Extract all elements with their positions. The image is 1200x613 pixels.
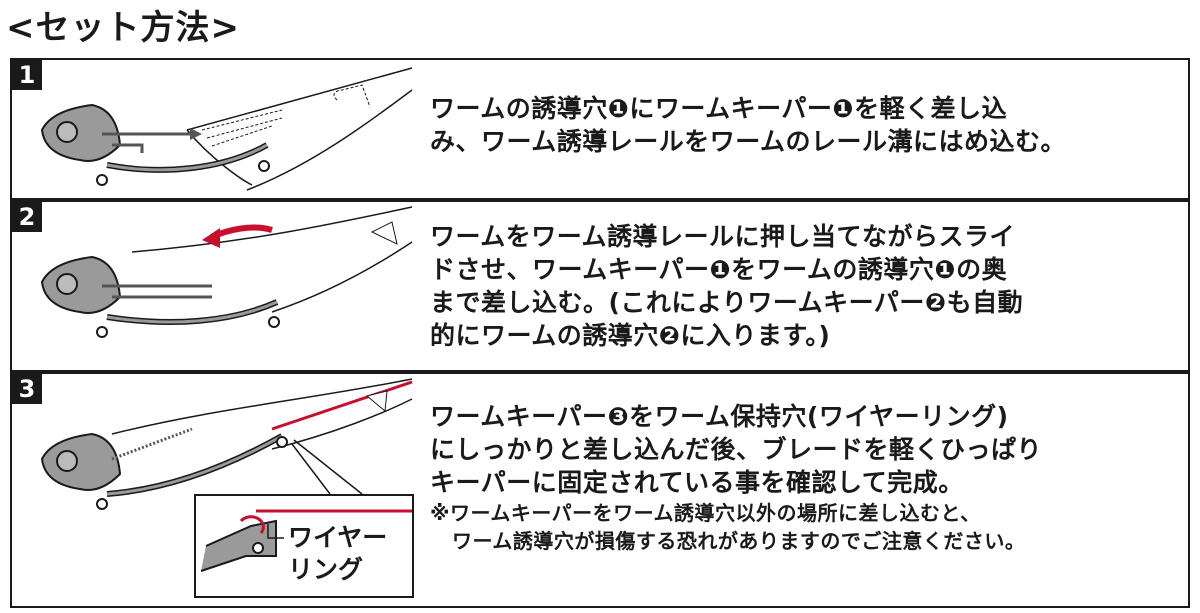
instruction-line: キーパーに固定されている事を確認して完成。: [430, 468, 964, 497]
step-number-badge: 3: [12, 374, 42, 404]
caution-note: ワーム誘導穴が損傷する恐れがありますのでご注意ください。: [452, 529, 1026, 553]
wire-ring-detail-inset: ワイヤー リング: [194, 494, 414, 598]
caution-note: ※ワームキーパーをワーム誘導穴以外の場所に差し込むと、: [430, 501, 981, 525]
instruction-line: ワームキーパー❸をワーム保持穴(ワイヤーリング): [430, 402, 1009, 431]
page-title: <セット方法>: [6, 8, 240, 48]
step-1-instructions: ワームの誘導穴❶にワームキーパー❶を軽く差し込 み、ワーム誘導レールをワームのレ…: [430, 92, 1066, 158]
step-3-illustration: [40, 378, 413, 510]
wire-ring-label: ワイヤー リング: [288, 522, 387, 586]
label-line: リング: [288, 555, 364, 584]
instruction-line: にしっかりと差し込んだ後、ブレードを軽くひっぱり: [430, 435, 1043, 464]
step-2-panel: 2 ワームをワーム誘導レールに押し当てながらスライ ドさせ、ワームキーパー❶をワ…: [10, 200, 1190, 372]
instruction-line: み、ワーム誘導レールをワームのレール溝にはめ込む。: [430, 127, 1067, 156]
step-1-illustration: [40, 67, 413, 191]
step-2-instructions: ワームをワーム誘導レールに押し当てながらスライ ドさせ、ワームキーパー❶をワーム…: [430, 220, 1023, 352]
step-3-panel: 3 ワイヤー リング ワームキーパー❸をワーム保持穴(ワイヤーリング) にしっか…: [10, 372, 1190, 608]
instruction-line: ワームをワーム誘導レールに押し当てながらスライ: [430, 222, 1016, 251]
step-number-badge: 2: [12, 202, 42, 232]
step-1-panel: 1 ワームの誘導穴❶にワームキーパー❶を軽く差し込 み、ワーム誘導レールをワーム…: [10, 58, 1190, 200]
step-2-illustration: [40, 206, 413, 338]
instruction-line: まで差し込む。(これによりワームキーパー❷も自動: [430, 288, 1024, 317]
instruction-line: 的にワームの誘導穴❷に入ります。): [430, 321, 831, 350]
instruction-line: ドさせ、ワームキーパー❶をワームの誘導穴❶の奥: [430, 255, 1008, 284]
wire-ring-detail-illustration: [200, 509, 412, 572]
label-line: ワイヤー: [288, 523, 388, 552]
step-number-badge: 1: [12, 60, 42, 90]
instruction-line: ワームの誘導穴❶にワームキーパー❶を軽く差し込: [430, 94, 1008, 123]
step-3-instructions: ワームキーパー❸をワーム保持穴(ワイヤーリング) にしっかりと差し込んだ後、ブレ…: [430, 400, 1042, 555]
